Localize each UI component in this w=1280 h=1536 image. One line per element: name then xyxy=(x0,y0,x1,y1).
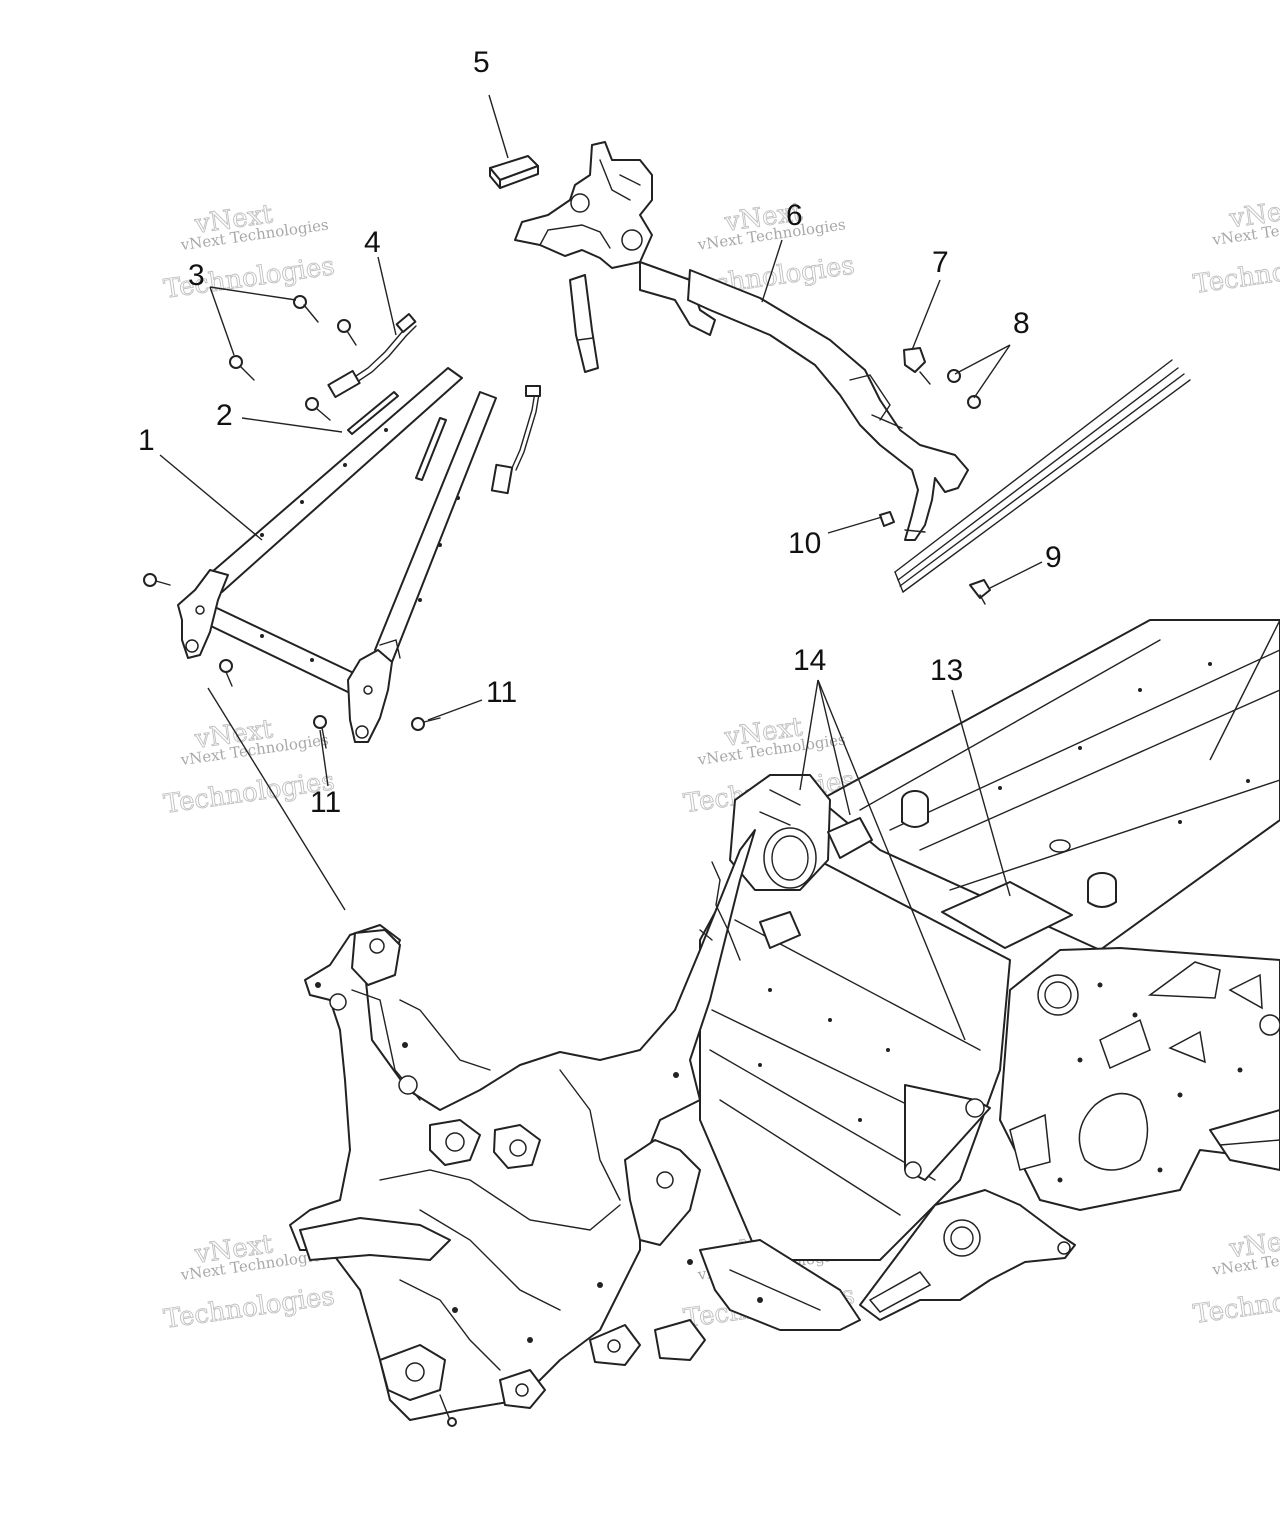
part-6-steering-post xyxy=(514,141,969,541)
watermark-top-left: vNext vNext Technologies Technologies xyxy=(161,199,336,306)
callout-13: 13 xyxy=(930,654,963,687)
callout-1: 1 xyxy=(138,424,155,457)
callouts: 5 6 4 3 7 8 2 1 10 9 14 13 11 11 xyxy=(138,46,1062,819)
part-5-pad xyxy=(489,155,539,189)
callout-14: 14 xyxy=(793,644,826,677)
part-13-plate xyxy=(941,881,1073,949)
callout-11-right: 11 xyxy=(486,676,517,709)
watermark-bottom-right: vNext vNext Technologies Technologies xyxy=(1191,1223,1280,1330)
part-1-front-frame xyxy=(177,367,497,743)
callout-4: 4 xyxy=(364,226,381,259)
leader-lines xyxy=(159,94,1280,1041)
svg-text:Technologies: Technologies xyxy=(1192,1276,1280,1330)
part-4-harness xyxy=(327,313,541,495)
callout-3: 3 xyxy=(188,259,205,292)
callout-9: 9 xyxy=(1045,541,1062,574)
callout-10: 10 xyxy=(788,527,821,560)
callout-8: 8 xyxy=(1013,307,1030,340)
part-9-fastener xyxy=(969,579,991,605)
foot-rail xyxy=(894,359,1191,593)
part-8-nuts xyxy=(947,369,981,409)
part-11-bolts xyxy=(143,573,441,749)
callout-5: 5 xyxy=(473,46,490,79)
callout-11-left: 11 xyxy=(310,786,341,819)
callout-6: 6 xyxy=(786,199,803,232)
part-2-strip xyxy=(347,391,447,481)
callout-7: 7 xyxy=(932,246,949,279)
watermark-top-right: vNext vNext Technologies Technologies xyxy=(1191,193,1280,300)
part-3-bolts xyxy=(229,295,357,421)
svg-text:Technologies: Technologies xyxy=(162,1281,337,1335)
callout-2: 2 xyxy=(216,399,233,432)
main-chassis xyxy=(289,619,1280,1427)
svg-text:Technologies: Technologies xyxy=(1192,246,1280,300)
part-10-fastener xyxy=(879,511,895,527)
part-7-clip xyxy=(903,347,931,385)
